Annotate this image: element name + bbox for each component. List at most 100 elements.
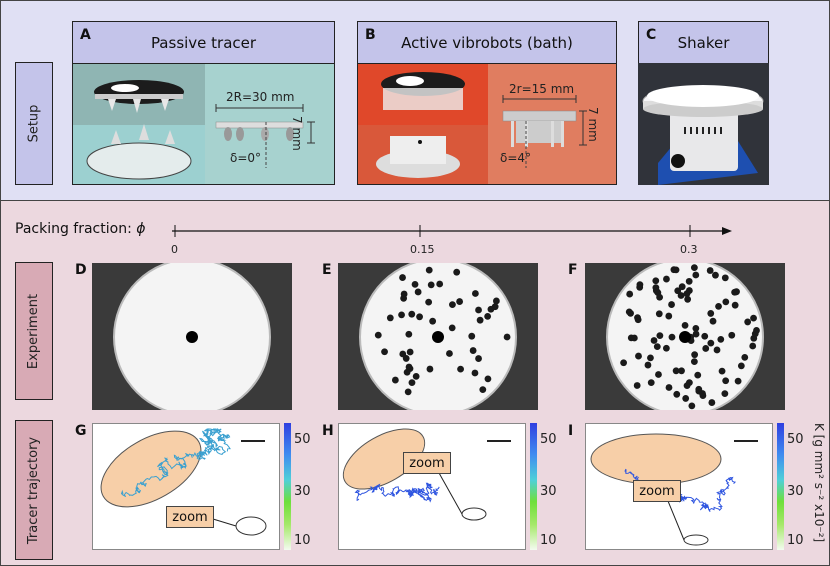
vibrobot-dot bbox=[479, 386, 487, 394]
vibrobot-dot bbox=[374, 331, 382, 339]
vibrobot-dot bbox=[625, 308, 633, 316]
vibrobot-dot bbox=[484, 375, 492, 383]
vibrobot-dot bbox=[403, 368, 411, 376]
setup-label-text: Setup bbox=[26, 104, 42, 143]
vibrobot-dot bbox=[690, 264, 698, 272]
packing-fraction-axis bbox=[172, 225, 732, 237]
vibrobot-dot bbox=[712, 271, 719, 279]
trajectory-plot-g bbox=[92, 423, 280, 550]
vibrobot-dot bbox=[399, 274, 406, 281]
vibrobot-dot bbox=[678, 283, 686, 291]
vibrobot-dot bbox=[709, 317, 717, 325]
trajectory-path bbox=[354, 482, 440, 503]
vibrobot-dot bbox=[701, 332, 709, 340]
vibrobot-dot bbox=[715, 302, 722, 310]
vibrobot-dot bbox=[731, 301, 739, 309]
vibrobot-dot bbox=[655, 310, 663, 318]
vibrobot-dot bbox=[707, 339, 715, 347]
vibrobot-dot bbox=[737, 362, 745, 370]
vibrobot-dot bbox=[734, 377, 742, 385]
experiment-row-label: Experiment bbox=[15, 262, 53, 400]
vibrobot-dot bbox=[416, 313, 423, 321]
vibrobot-dot bbox=[653, 343, 661, 351]
vibrobot-dot bbox=[662, 344, 670, 352]
vibrobot-dot bbox=[635, 352, 642, 360]
vibrobot-dot bbox=[684, 295, 692, 303]
phi-symbol: ϕ bbox=[136, 221, 146, 237]
colorbar-i bbox=[777, 423, 784, 550]
vibrobot-dot bbox=[672, 367, 680, 375]
panel-i-letter: I bbox=[568, 423, 574, 439]
vibrobot-dot bbox=[405, 330, 413, 338]
vibrobot-dot bbox=[692, 330, 700, 338]
vibrobot-dot bbox=[683, 290, 691, 298]
zoom-label-g: zoom bbox=[166, 506, 214, 528]
vibrobot-dot bbox=[414, 288, 422, 296]
experiment-image-d bbox=[92, 263, 292, 410]
panel-e-letter: E bbox=[322, 262, 332, 278]
cb-i-50: 50 bbox=[787, 432, 804, 447]
colorbar-h bbox=[530, 423, 537, 550]
trajectory-row-label: Tracer trajectory bbox=[15, 420, 53, 560]
zoom-region bbox=[683, 534, 709, 546]
vibrobot-dot bbox=[713, 346, 721, 354]
zoom-label-i: zoom bbox=[633, 480, 681, 502]
panel-b-title: Active vibrobots (bath) bbox=[401, 33, 573, 52]
trajectory-label-text: Tracer trajectory bbox=[26, 436, 42, 544]
vibrobot-dot bbox=[721, 274, 729, 282]
tracer-height-label: 7 mm bbox=[290, 116, 304, 151]
experiment-image-f bbox=[585, 263, 785, 410]
vibrobot-dot bbox=[404, 388, 412, 396]
vibrobot-dot bbox=[456, 298, 464, 305]
cb-i-30: 30 bbox=[787, 484, 804, 499]
vibrobot-dot bbox=[425, 298, 433, 306]
vibrobot-dot bbox=[650, 337, 658, 344]
vibrobot-dot bbox=[668, 301, 675, 308]
vibrobot-dot bbox=[471, 369, 479, 377]
vibrobot-dot bbox=[381, 348, 388, 356]
vibrobot-dot bbox=[476, 316, 484, 324]
vibrobot-dot bbox=[453, 268, 461, 276]
zoom-label-h: zoom bbox=[403, 452, 451, 474]
vibrobot-dot bbox=[665, 312, 673, 320]
zoom-ellipse bbox=[100, 430, 202, 508]
panel-b-letter: B bbox=[365, 27, 376, 43]
vibrobot-dot bbox=[411, 280, 419, 288]
panel-b-body bbox=[357, 63, 617, 185]
experiment-label-text: Experiment bbox=[26, 293, 42, 369]
vibrobot-dot bbox=[681, 321, 689, 329]
vibrobot-dot bbox=[457, 365, 464, 373]
tracer-dot bbox=[679, 331, 691, 343]
panel-g-letter: G bbox=[75, 423, 87, 439]
vibrobot-dot bbox=[741, 353, 749, 361]
vibrobot-dot bbox=[691, 351, 699, 359]
vibrobot-dot bbox=[690, 358, 698, 365]
vibrobot-dot bbox=[673, 390, 681, 398]
panel-a-title: Passive tracer bbox=[150, 33, 257, 52]
vibrobot-dot bbox=[652, 277, 660, 285]
vibrobot-dot bbox=[400, 294, 408, 302]
vibrobot-dot bbox=[446, 350, 453, 357]
cb-g-30: 30 bbox=[294, 484, 311, 499]
vibrobot-dot bbox=[708, 399, 716, 406]
zoom-ellipse bbox=[590, 433, 722, 485]
vibrobot-dot bbox=[750, 314, 757, 322]
tracer-diameter-label: 2R=30 mm bbox=[226, 90, 295, 104]
vibrobot-dot bbox=[685, 277, 693, 285]
vibrobot-dot bbox=[692, 271, 700, 279]
vibrobot-dot bbox=[626, 290, 634, 298]
panel-a-body bbox=[72, 63, 335, 185]
vibrobot-diameter-label: 2r=15 mm bbox=[509, 82, 575, 96]
vibrobot-dot bbox=[652, 284, 660, 292]
panel-f-letter: F bbox=[568, 262, 578, 278]
vibrobot-dot bbox=[728, 331, 736, 339]
vibrobot-dot bbox=[688, 402, 696, 410]
zoom-arrow bbox=[212, 518, 237, 527]
vibrobot-dot bbox=[636, 283, 644, 291]
vibrobot-photo bbox=[358, 64, 616, 184]
vibrobot-dot bbox=[655, 371, 662, 378]
vibrobot-dot bbox=[408, 379, 416, 386]
panel-c-header: Shaker bbox=[638, 21, 769, 64]
zoom-ellipse bbox=[342, 428, 426, 490]
vibrobot-height-label: 7 mm bbox=[586, 107, 600, 142]
